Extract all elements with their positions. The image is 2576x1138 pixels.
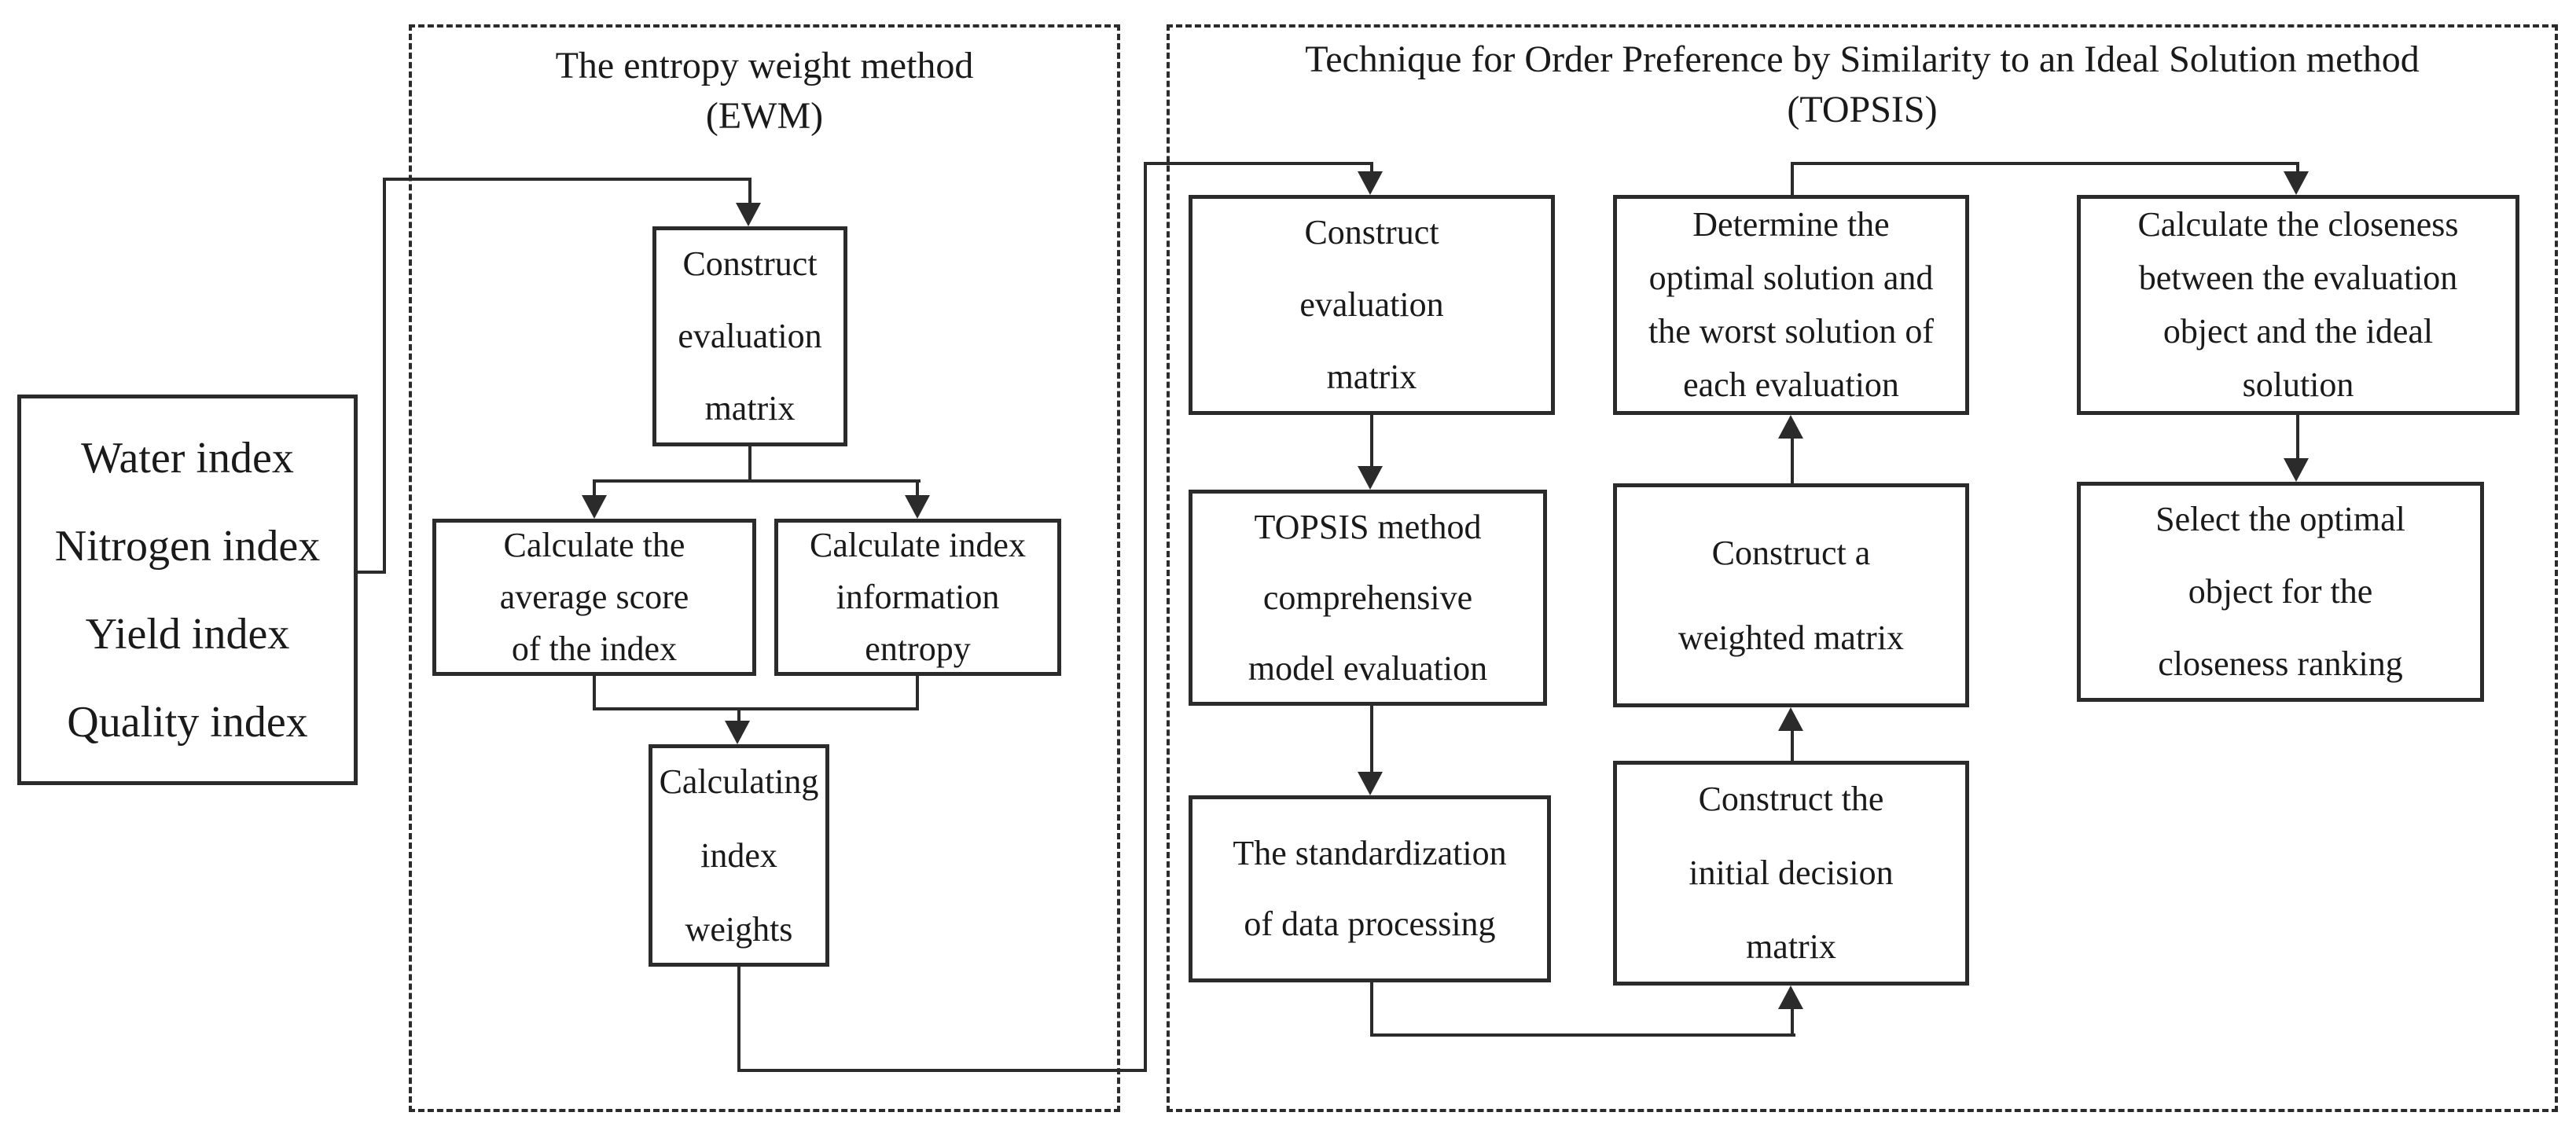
box-ewm-average-score: Calculate the average score of the index bbox=[432, 519, 756, 676]
box-topsis-standardization: The standardization of data processing bbox=[1189, 795, 1551, 982]
connector-ewm-split-left bbox=[593, 479, 596, 497]
connector-t3-down bbox=[1370, 982, 1373, 1037]
connector-ewm-merge bbox=[593, 707, 919, 710]
connector-input-top-horizontal bbox=[383, 178, 751, 181]
connector-into-weights bbox=[737, 707, 740, 722]
connector-ewm-split bbox=[593, 479, 921, 483]
connector-topsis-top-horizontal bbox=[1791, 162, 2299, 165]
arrowhead-determine-solutions-icon bbox=[1778, 415, 1803, 439]
connector-into-ewm-construct bbox=[748, 178, 751, 203]
box-topsis-construct-evaluation-matrix: Construct evaluation matrix bbox=[1189, 195, 1555, 415]
box-topsis-closeness: Calculate the closeness between the eval… bbox=[2077, 195, 2519, 415]
ewm-title: The entropy weight method (EWM) bbox=[555, 45, 974, 137]
arrowhead-comprehensive-model-icon bbox=[1358, 466, 1383, 490]
box-input-indices: Water index Nitrogen index Yield index Q… bbox=[17, 395, 358, 785]
arrowhead-average-score-icon bbox=[582, 495, 607, 519]
connector-bridge-vertical bbox=[1144, 162, 1147, 1072]
connector-average-score-bottom bbox=[593, 676, 596, 710]
box-topsis-determine-solutions: Determine the optimal solution and the w… bbox=[1613, 195, 1969, 415]
box-topsis-initial-decision: Construct the initial decision matrix bbox=[1613, 761, 1969, 986]
connector-t1-t2 bbox=[1370, 415, 1373, 468]
box-ewm-information-entropy: Calculate index information entropy bbox=[774, 519, 1061, 676]
arrowhead-standardization-icon bbox=[1358, 772, 1383, 795]
arrowhead-topsis-construct-icon bbox=[1358, 171, 1383, 195]
connector-entropy-bottom bbox=[916, 676, 919, 710]
connector-m1-top bbox=[1791, 162, 1794, 195]
connector-ewm-construct-bottom bbox=[748, 446, 751, 483]
arrowhead-index-weights-icon bbox=[725, 721, 750, 744]
connector-into-topsis-construct bbox=[1370, 162, 1373, 173]
arrowhead-select-optimal-icon bbox=[2284, 458, 2309, 482]
arrowhead-information-entropy-icon bbox=[905, 495, 930, 519]
arrowhead-closeness-icon bbox=[2284, 171, 2309, 195]
connector-bridge-bottom bbox=[737, 1069, 1147, 1072]
topsis-title: Technique for Order Preference by Simila… bbox=[1305, 39, 2420, 130]
connector-input-up bbox=[383, 178, 386, 574]
connector-bridge-top bbox=[1144, 162, 1373, 165]
arrowhead-initial-decision-icon bbox=[1778, 986, 1803, 1009]
connector-into-initial-decision bbox=[1791, 1006, 1794, 1037]
box-ewm-index-weights: Calculating index weights bbox=[649, 744, 829, 967]
connector-r1-r2 bbox=[2296, 415, 2299, 461]
connector-m2-m1 bbox=[1791, 435, 1794, 483]
ewm-dashed-container bbox=[409, 24, 1120, 1112]
connector-ewm-split-right bbox=[916, 479, 919, 497]
arrowhead-weighted-matrix-icon bbox=[1778, 707, 1803, 731]
connector-weights-bottom bbox=[737, 967, 740, 1072]
box-ewm-construct-evaluation-matrix: Construct evaluation matrix bbox=[652, 226, 847, 446]
arrowhead-ewm-construct-icon bbox=[736, 203, 761, 226]
connector-into-closeness bbox=[2296, 162, 2299, 173]
box-topsis-weighted-matrix: Construct a weighted matrix bbox=[1613, 483, 1969, 707]
connector-m3-m2 bbox=[1791, 728, 1794, 761]
box-topsis-comprehensive-model: TOPSIS method comprehensive model evalua… bbox=[1189, 490, 1547, 706]
connector-input-right bbox=[358, 571, 386, 574]
connector-t2-t3 bbox=[1370, 706, 1373, 773]
topsis-dashed-container bbox=[1167, 24, 2558, 1112]
connector-t3-m3-horizontal bbox=[1370, 1033, 1795, 1037]
box-topsis-select-optimal: Select the optimal object for the closen… bbox=[2077, 482, 2484, 702]
